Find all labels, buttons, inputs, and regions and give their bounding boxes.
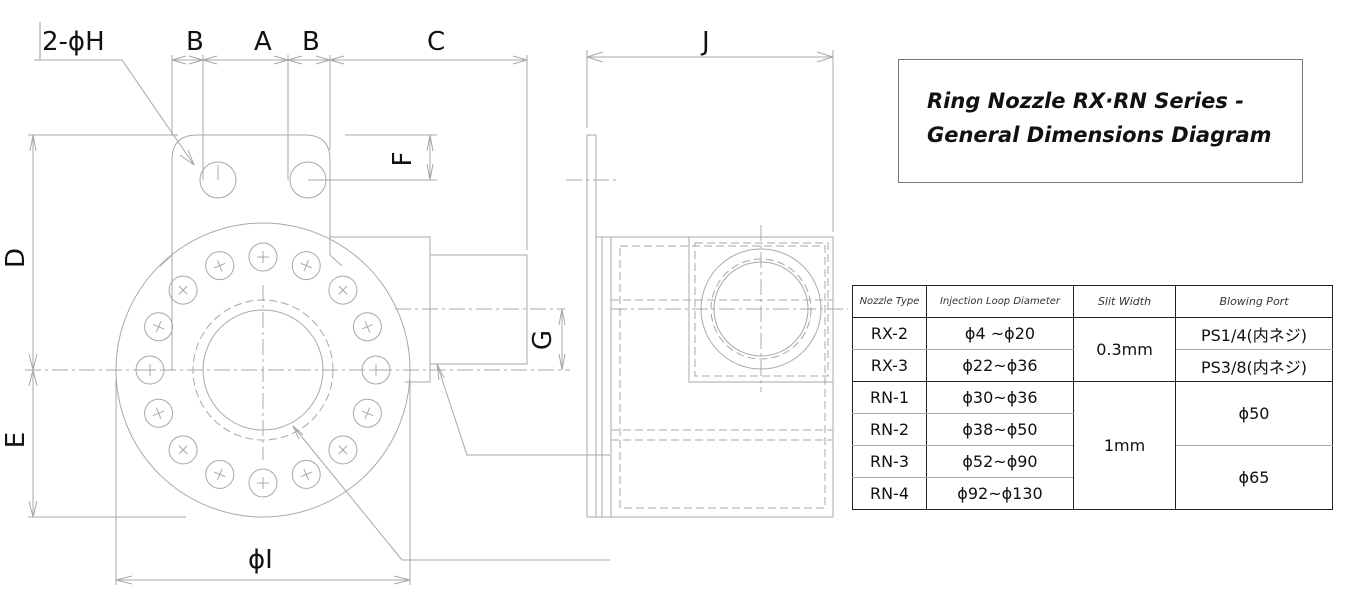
header-blowing-port: Blowing Port	[1175, 285, 1333, 318]
cell-loop: ϕ38~ϕ50	[926, 413, 1074, 446]
bolt-hole	[144, 398, 174, 428]
bolt-hole	[248, 242, 278, 272]
cell-loop: ϕ92~ϕ130	[926, 477, 1074, 510]
bolt-hole	[205, 251, 235, 281]
bolt-hole	[168, 275, 198, 305]
title-line-1: Ring Nozzle RX·RN Series -	[927, 89, 1244, 113]
side-view	[566, 50, 848, 518]
dim-label-holes: 2-ϕH	[42, 27, 105, 57]
cell-type: RX-3	[852, 349, 927, 382]
cell-port: PS3/8(内ネジ)	[1175, 349, 1333, 382]
dim-label-b-left: B	[186, 27, 204, 57]
bolt-circle	[135, 242, 391, 498]
cell-port: PS1/4(内ネジ)	[1175, 317, 1333, 350]
cell-type: RN-1	[852, 381, 927, 414]
dim-label-b-right: B	[302, 27, 320, 57]
cell-slit: 1mm	[1073, 381, 1176, 510]
dim-label-e: E	[1, 432, 31, 448]
table-header-row: Nozzle Type Injection Loop Diameter Slit…	[852, 285, 1333, 318]
bolt-hole	[291, 251, 321, 281]
dim-label-c: C	[427, 27, 445, 57]
bolt-hole	[205, 459, 235, 489]
cell-loop: ϕ4 ~ϕ20	[926, 317, 1074, 350]
cell-type: RN-4	[852, 477, 927, 510]
cell-type: RX-2	[852, 317, 927, 350]
spec-table: Nozzle Type Injection Loop Diameter Slit…	[852, 285, 1333, 510]
cell-loop: ϕ52~ϕ90	[926, 445, 1074, 478]
dim-label-f: F	[388, 152, 418, 167]
header-loop-diameter: Injection Loop Diameter	[926, 285, 1074, 318]
table-row: RX-3 ϕ22~ϕ36 PS3/8(内ネジ)	[852, 349, 1333, 382]
title-line-2: General Dimensions Diagram	[927, 123, 1272, 147]
cell-port: ϕ50	[1175, 381, 1333, 446]
dim-label-i: ϕI	[248, 545, 273, 575]
table-row: RX-2 ϕ4 ~ϕ20 0.3mm PS1/4(内ネジ)	[852, 317, 1333, 382]
cell-slit: 0.3mm	[1073, 317, 1176, 382]
bolt-hole	[361, 355, 391, 385]
bolt-hole	[352, 312, 382, 342]
table-row: RN-2 ϕ38~ϕ50	[852, 413, 1333, 446]
bolt-hole	[352, 398, 382, 428]
diagram-title: Ring Nozzle RX·RN Series - General Dimen…	[927, 84, 1272, 152]
table-row: RN-4 ϕ92~ϕ130	[852, 477, 1333, 510]
cell-loop: ϕ22~ϕ36	[926, 349, 1074, 382]
header-slit-width: Slit Width	[1073, 285, 1176, 318]
bolt-hole	[328, 275, 358, 305]
bolt-hole	[144, 312, 174, 342]
front-view	[25, 22, 610, 585]
dim-label-a: A	[254, 27, 272, 57]
cell-port: ϕ65	[1175, 445, 1333, 510]
bolt-hole	[328, 435, 358, 465]
bolt-hole	[248, 468, 278, 498]
dim-label-d: D	[1, 248, 31, 268]
dim-label-j: J	[700, 27, 710, 57]
bolt-hole	[135, 355, 165, 385]
dim-label-g: G	[528, 330, 558, 350]
header-nozzle-type: Nozzle Type	[852, 285, 927, 318]
bolt-hole	[168, 435, 198, 465]
cell-loop: ϕ30~ϕ36	[926, 381, 1074, 414]
bolt-hole	[291, 459, 321, 489]
cell-type: RN-3	[852, 445, 927, 478]
cell-type: RN-2	[852, 413, 927, 446]
table-row: RN-1 ϕ30~ϕ36 1mm ϕ50	[852, 381, 1333, 510]
title-box: Ring Nozzle RX·RN Series - General Dimen…	[898, 59, 1303, 183]
